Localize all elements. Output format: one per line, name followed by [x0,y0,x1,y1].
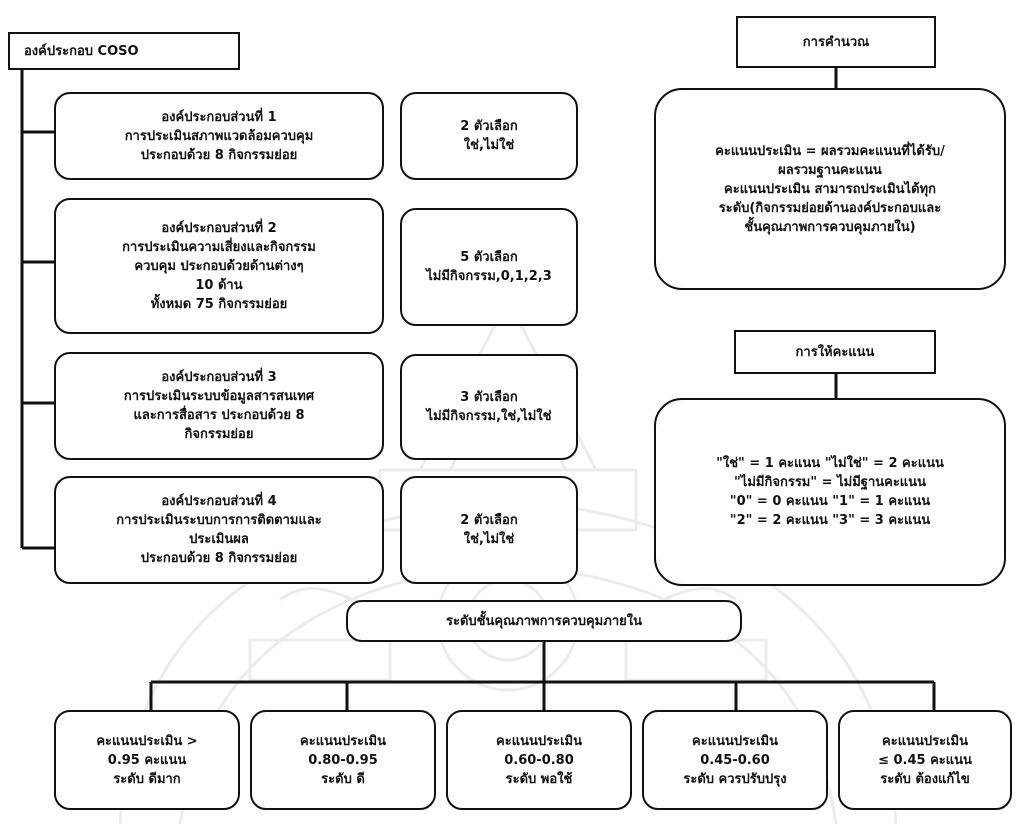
calculation-text: ระดับ(กิจกรรมย่อยด้านองค์ประกอบและ [718,200,942,216]
component-1-box: องค์ประกอบส่วนที่ 1 การประเมินสภาพแวดล้อ… [54,92,384,180]
level-text: 0.45-0.60 [700,752,770,768]
component-text: การประเมินความเสี่ยงและกิจกรรม [122,239,316,255]
level-good-box: คะแนนประเมิน 0.80-0.95 ระดับ ดี [250,710,436,810]
level-text: ระดับ ควรปรับปรุง [683,771,787,787]
component-text: 10 ด้าน [195,277,243,293]
component-4-box: องค์ประกอบส่วนที่ 4 การประเมินระบบการการ… [54,476,384,584]
component-text: องค์ประกอบส่วนที่ 3 [161,370,277,385]
level-fair-box: คะแนนประเมิน 0.60-0.80 ระดับ พอใช้ [446,710,632,810]
level-text: คะแนนประเมิน > [96,733,198,749]
level-fix-box: คะแนนประเมิน ≤ 0.45 คะแนน ระดับ ต้องแก้ไ… [838,710,1012,810]
calculation-text: ผลรวมฐานคะแนน [778,162,882,178]
scoring-title-box: การให้คะแนน [734,330,936,374]
calculation-text: คะแนนประเมิน สามารถประเมินได้ทุก [724,181,936,197]
component-text: องค์ประกอบส่วนที่ 4 [161,494,277,509]
level-text: 0.80-0.95 [308,752,378,768]
component-3-box: องค์ประกอบส่วนที่ 3 การประเมินระบบข้อมูล… [54,352,384,460]
choice-text: ไม่มีกิจกรรม,0,1,2,3 [426,269,552,284]
coso-title: องค์ประกอบ COSO [24,43,139,59]
coso-header-box: องค์ประกอบ COSO [8,32,240,70]
scoring-text: "2" = 2 คะแนน "3" = 3 คะแนน [729,513,931,528]
component-text: ประกอบด้วย 8 กิจกรรมย่อย [140,147,298,163]
choice-text: 5 ตัวเลือก [460,250,518,265]
component-4-choice-box: 2 ตัวเลือก ใช่,ไม่ใช่ [400,476,578,584]
level-text: คะแนนประเมิน [300,733,386,749]
component-2-choice-box: 5 ตัวเลือก ไม่มีกิจกรรม,0,1,2,3 [400,208,578,326]
level-text: 0.95 คะแนน [107,752,187,768]
calculation-text: ชั้นคุณภาพการควบคุมภายใน) [744,219,916,235]
level-text: คะแนนประเมิน [692,733,778,749]
quality-title-box: ระดับชั้นคุณภาพการควบคุมภายใน [346,600,742,642]
component-text: ประเมินผล [189,532,249,547]
scoring-text: "ใช่" = 1 คะแนน "ไม่ใช่" = 2 คะแนน [716,456,944,471]
choice-text: 3 ตัวเลือก [460,390,518,405]
component-text: และการสื่อสาร ประกอบด้วย 8 [133,408,305,423]
calculation-text: คะแนนประเมิน = ผลรวมคะแนนที่ได้รับ/ [715,143,945,159]
choice-text: 2 ตัวเลือก [460,513,518,528]
scoring-box: "ใช่" = 1 คะแนน "ไม่ใช่" = 2 คะแนน "ไม่ม… [654,398,1006,586]
level-excellent-box: คะแนนประเมิน > 0.95 คะแนน ระดับ ดีมาก [54,710,240,810]
choice-text: ไม่มีกิจกรรม,ใช่,ไม่ใช่ [426,409,552,424]
scoring-text: "0" = 0 คะแนน "1" = 1 คะแนน [729,494,931,509]
level-text: คะแนนประเมิน [496,733,582,749]
component-text: ควบคุม ประกอบด้วยด้านต่างๆ [134,258,304,274]
level-text: ≤ 0.45 คะแนน [878,752,972,768]
calculation-title: การคำนวณ [802,34,870,50]
component-text: องค์ประกอบส่วนที่ 1 [161,109,277,125]
component-text: องค์ประกอบส่วนที่ 2 [161,220,277,236]
component-3-choice-box: 3 ตัวเลือก ไม่มีกิจกรรม,ใช่,ไม่ใช่ [400,354,578,460]
scoring-text: "ไม่มีกิจกรรม" = ไม่มีฐานคะแนน [734,475,926,490]
choice-text: ใช่,ไม่ใช่ [463,138,515,153]
quality-title: ระดับชั้นคุณภาพการควบคุมภายใน [446,613,642,629]
calculation-title-box: การคำนวณ [736,16,936,68]
level-text: ระดับ ต้องแก้ไข [880,771,970,787]
component-text: การประเมินสภาพแวดล้อมควบคุม [124,128,314,144]
choice-text: 2 ตัวเลือก [460,119,518,134]
level-text: 0.60-0.80 [504,752,574,768]
component-text: ทั้งหมด 75 กิจกรรมย่อย [150,296,288,312]
level-text: ระดับ ดี [321,771,365,787]
component-text: ประกอบด้วย 8 กิจกรรมย่อย [140,551,298,566]
component-2-box: องค์ประกอบส่วนที่ 2 การประเมินความเสี่ยง… [54,198,384,334]
scoring-title: การให้คะแนน [795,344,875,360]
level-text: ระดับ ดีมาก [113,771,181,787]
level-text: คะแนนประเมิน [882,733,968,749]
choice-text: ใช่,ไม่ใช่ [463,532,515,547]
level-text: ระดับ พอใช้ [505,771,573,787]
calculation-box: คะแนนประเมิน = ผลรวมคะแนนที่ได้รับ/ ผลรว… [654,88,1006,290]
component-text: การประเมินระบบการการติดตามและ [116,513,322,528]
component-text: การประเมินระบบข้อมูลสารสนเทศ [123,389,315,404]
component-1-choice-box: 2 ตัวเลือก ใช่,ไม่ใช่ [400,92,578,180]
component-text: กิจกรรมย่อย [184,427,254,442]
level-improve-box: คะแนนประเมิน 0.45-0.60 ระดับ ควรปรับปรุง [642,710,828,810]
